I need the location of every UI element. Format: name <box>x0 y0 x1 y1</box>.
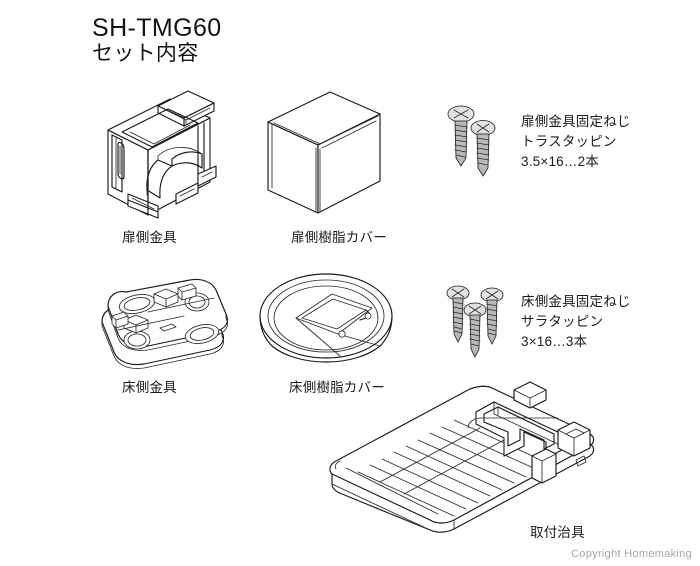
page-subtitle: セット内容 <box>92 42 199 65</box>
floor-screws-note: 床側金具固定ねじ サラタッピン 3×16…3本 <box>521 292 631 352</box>
mounting-jig-figure <box>318 372 608 533</box>
page-title: SH-TMG60 セット内容 <box>92 14 222 66</box>
caption-door-bracket: 扉側金具 <box>122 230 177 245</box>
floor-screws-note-line2: サラタッピン <box>521 313 604 329</box>
door-screws-note-line3: 3.5×16…2本 <box>521 153 599 169</box>
floor-screws-note-line1: 床側金具固定ねじ <box>521 294 631 309</box>
isometric-jig-drawing <box>329 381 595 533</box>
door-screws-figure <box>444 104 512 182</box>
door-bracket-figure <box>98 82 228 219</box>
flat-head-screw <box>446 285 504 358</box>
floor-resin-cover-figure <box>256 270 401 372</box>
caption-door-resin-cover: 扉側樹脂カバー <box>291 230 387 245</box>
floor-screws-figure <box>444 284 514 366</box>
door-screws-note-line2: トラスタッピン <box>521 133 617 149</box>
caption-mounting-jig: 取付治具 <box>530 525 585 540</box>
caption-floor-bracket: 床側金具 <box>122 380 177 395</box>
door-screws-note-line1: 扉側金具固定ねじ <box>521 114 631 129</box>
caption-floor-resin-cover: 床側樹脂カバー <box>289 380 385 395</box>
copyright-watermark: Copyright Homemaking <box>571 548 692 560</box>
pan-head-screw <box>447 105 496 177</box>
floor-bracket-figure <box>92 272 237 372</box>
floor-screws-note-line3: 3×16…3本 <box>521 333 588 349</box>
door-resin-cover-figure <box>262 78 387 214</box>
isometric-bracket-drawing <box>107 90 217 219</box>
isometric-disc-drawing <box>259 273 393 363</box>
isometric-box-drawing <box>267 91 381 214</box>
model-number: SH-TMG60 <box>92 14 222 42</box>
door-screws-note: 扉側金具固定ねじ トラスタッピン 3.5×16…2本 <box>521 112 631 172</box>
isometric-flat-plate-drawing <box>101 278 229 369</box>
